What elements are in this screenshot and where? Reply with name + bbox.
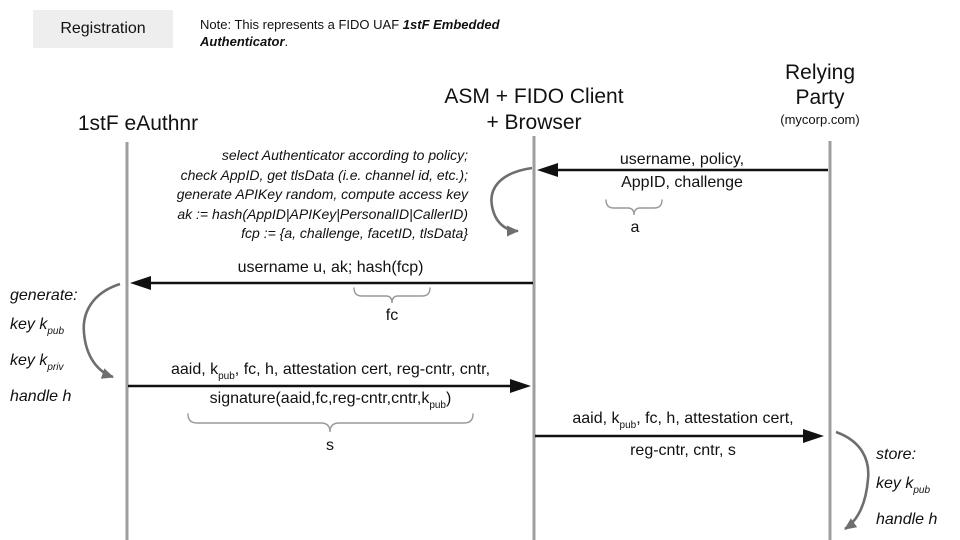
relying-party-self-arrow-icon bbox=[835, 430, 870, 531]
top-note: Note: This represents a FIDO UAF 1stF Em… bbox=[200, 17, 500, 49]
brace-fc-label: fc bbox=[385, 307, 399, 324]
generate-note-line: generate: bbox=[10, 287, 78, 304]
message2-arrowhead-left-icon bbox=[130, 276, 151, 290]
brace-s-icon bbox=[187, 413, 474, 433]
brace-a-icon bbox=[605, 199, 663, 216]
brace-fc-icon bbox=[353, 287, 431, 304]
message1-label-line1: username, policy, bbox=[619, 151, 745, 168]
asm-processing-note: select Authenticator according to policy… bbox=[128, 146, 468, 244]
message1-label-line2: AppID, challenge bbox=[621, 174, 743, 191]
store-note-line: store: bbox=[876, 446, 917, 463]
asm-self-arrow-icon bbox=[490, 166, 533, 237]
generate-note-line: handle h bbox=[10, 388, 72, 405]
message3-arrowhead-right-icon bbox=[510, 379, 531, 393]
generate-side-note: generate: key kpub key kpriv handle h bbox=[10, 281, 125, 411]
store-side-note: store: key kpub handle h bbox=[876, 440, 960, 534]
asm-note-line: select Authenticator according to policy… bbox=[221, 147, 468, 163]
actor-asm-title-line2: + Browser bbox=[486, 111, 582, 134]
message2-label-line1: username u, ak; hash(fcp) bbox=[237, 259, 424, 276]
asm-note-line: fcp := {a, challenge, facetID, tlsData} bbox=[241, 225, 468, 241]
store-note-line: key kpub bbox=[876, 475, 931, 496]
message4-arrowhead-right-icon bbox=[803, 429, 824, 443]
actor-rp-title-line2: Party bbox=[795, 86, 845, 109]
store-note-line: handle h bbox=[876, 511, 938, 528]
actor-authenticator-title: 1stF eAuthnr bbox=[77, 112, 199, 135]
brace-a-label: a bbox=[630, 219, 640, 236]
generate-note-line: key kpub bbox=[10, 316, 65, 337]
actor-rp-subtitle: (mycorp.com) bbox=[780, 112, 860, 127]
generate-note-line: key kpriv bbox=[10, 352, 64, 373]
actor-asm-title-line1: ASM + FIDO Client bbox=[444, 85, 624, 108]
asm-note-line: check AppID, get tlsData (i.e. channel i… bbox=[180, 166, 468, 183]
asm-note-line: ak := hash(AppID|APIKey|PersonalID|Calle… bbox=[177, 205, 468, 222]
brace-s-label: s bbox=[326, 437, 334, 454]
message1-arrowhead-left-icon bbox=[537, 163, 558, 177]
actor-asm-title: ASM + FIDO Client + Browser bbox=[404, 84, 664, 136]
diagram-title: Registration bbox=[60, 20, 146, 37]
diagram-title-box: Registration bbox=[33, 10, 173, 48]
message3-label-line1: aaid, kpub, fc, h, attestation cert, reg… bbox=[170, 361, 491, 382]
authenticator-self-arrow-icon bbox=[82, 282, 121, 379]
message4-label-line1: aaid, kpub, fc, h, attestation cert, bbox=[572, 410, 794, 431]
message3-label-line2: signature(aaid,fc,reg-cntr,cntr,kpub) bbox=[209, 390, 452, 411]
asm-note-line: generate APIKey random, compute access k… bbox=[176, 186, 468, 202]
message4-label-line2: reg-cntr, cntr, s bbox=[630, 442, 736, 459]
actor-rp-title-line1: Relying bbox=[784, 61, 856, 84]
actor-relying-party-title: Relying Party (mycorp.com) bbox=[745, 60, 895, 127]
